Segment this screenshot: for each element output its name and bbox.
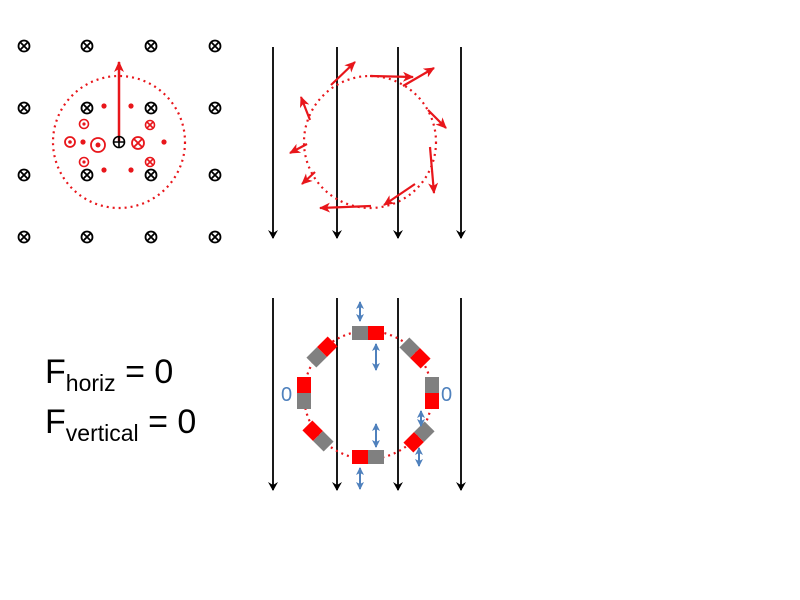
current-into-page-icon [131, 136, 145, 150]
field-into-page-icon [17, 101, 31, 115]
current-dot [101, 103, 107, 109]
equation-vertical: Fvertical = 0 [45, 403, 196, 446]
force-arrow [402, 67, 435, 87]
force-equations: Fhoriz = 0 Fvertical = 0 [45, 353, 196, 446]
force-arrow [289, 143, 308, 154]
current-loop-circle [51, 74, 187, 210]
magnet-bottom-right [403, 421, 435, 453]
loop-current-symbols [64, 103, 167, 173]
equation-vertical-subscript: vertical [66, 420, 139, 446]
field-into-page-icon [80, 168, 94, 182]
field-cross-grid [17, 39, 222, 244]
magnet-top-left [306, 336, 338, 368]
field-into-page-icon [80, 101, 94, 115]
current-into-page-icon [144, 119, 156, 131]
field-into-page-icon [144, 39, 158, 53]
force-arrow [383, 183, 416, 206]
field-into-page-icon [144, 230, 158, 244]
field-into-page-icon [208, 101, 222, 115]
equation-horiz: Fhoriz = 0 [45, 353, 173, 396]
current-into-page-icon [144, 156, 156, 168]
panel-magnets-loop: 0 0 [268, 298, 466, 491]
panel-field-lines-forces [268, 47, 466, 239]
field-into-page-icon [208, 39, 222, 53]
force-arrows [289, 61, 447, 213]
magnet-right [425, 377, 439, 409]
magnet-left [297, 377, 311, 409]
field-into-page-icon [80, 39, 94, 53]
equation-horiz-rhs: = 0 [116, 353, 174, 391]
current-out-of-page-icon [78, 118, 90, 130]
force-arrow [369, 71, 414, 82]
field-into-page-icon [17, 230, 31, 244]
equation-horiz-base: F [45, 353, 66, 391]
field-into-page-icon [80, 230, 94, 244]
field-into-page-icon [208, 230, 222, 244]
panel-field-into-page [17, 39, 222, 244]
force-arrow [319, 202, 372, 213]
current-into-page-icon [112, 135, 126, 149]
equation-horiz-subscript: horiz [66, 370, 116, 396]
current-out-of-page-icon [90, 137, 106, 153]
equation-vertical-base: F [45, 403, 66, 441]
magnet-bottom [352, 450, 384, 464]
force-arrow [330, 61, 356, 86]
field-into-page-icon [17, 168, 31, 182]
current-out-of-page-icon [78, 156, 90, 168]
zero-force-mark-left: 0 [281, 384, 292, 406]
force-arrow [428, 146, 439, 194]
field-into-page-icon [208, 168, 222, 182]
current-dot [128, 103, 134, 109]
equation-vertical-rhs: = 0 [139, 403, 197, 441]
loop-circle [302, 74, 438, 210]
force-arrow [427, 109, 447, 129]
magnet-forces [356, 301, 425, 490]
magnet-top [352, 326, 384, 340]
magnet-bottom-left [302, 420, 334, 452]
current-dot [161, 139, 167, 145]
force-arrow [299, 96, 312, 121]
field-into-page-icon [144, 101, 158, 115]
current-dot [80, 139, 86, 145]
current-dot [128, 167, 134, 173]
force-arrow [301, 171, 316, 185]
current-dot [101, 167, 107, 173]
current-out-of-page-icon [64, 136, 76, 148]
zero-force-mark-right: 0 [441, 384, 452, 406]
field-into-page-icon [17, 39, 31, 53]
magnet-top-right [399, 337, 431, 369]
field-into-page-icon [144, 168, 158, 182]
